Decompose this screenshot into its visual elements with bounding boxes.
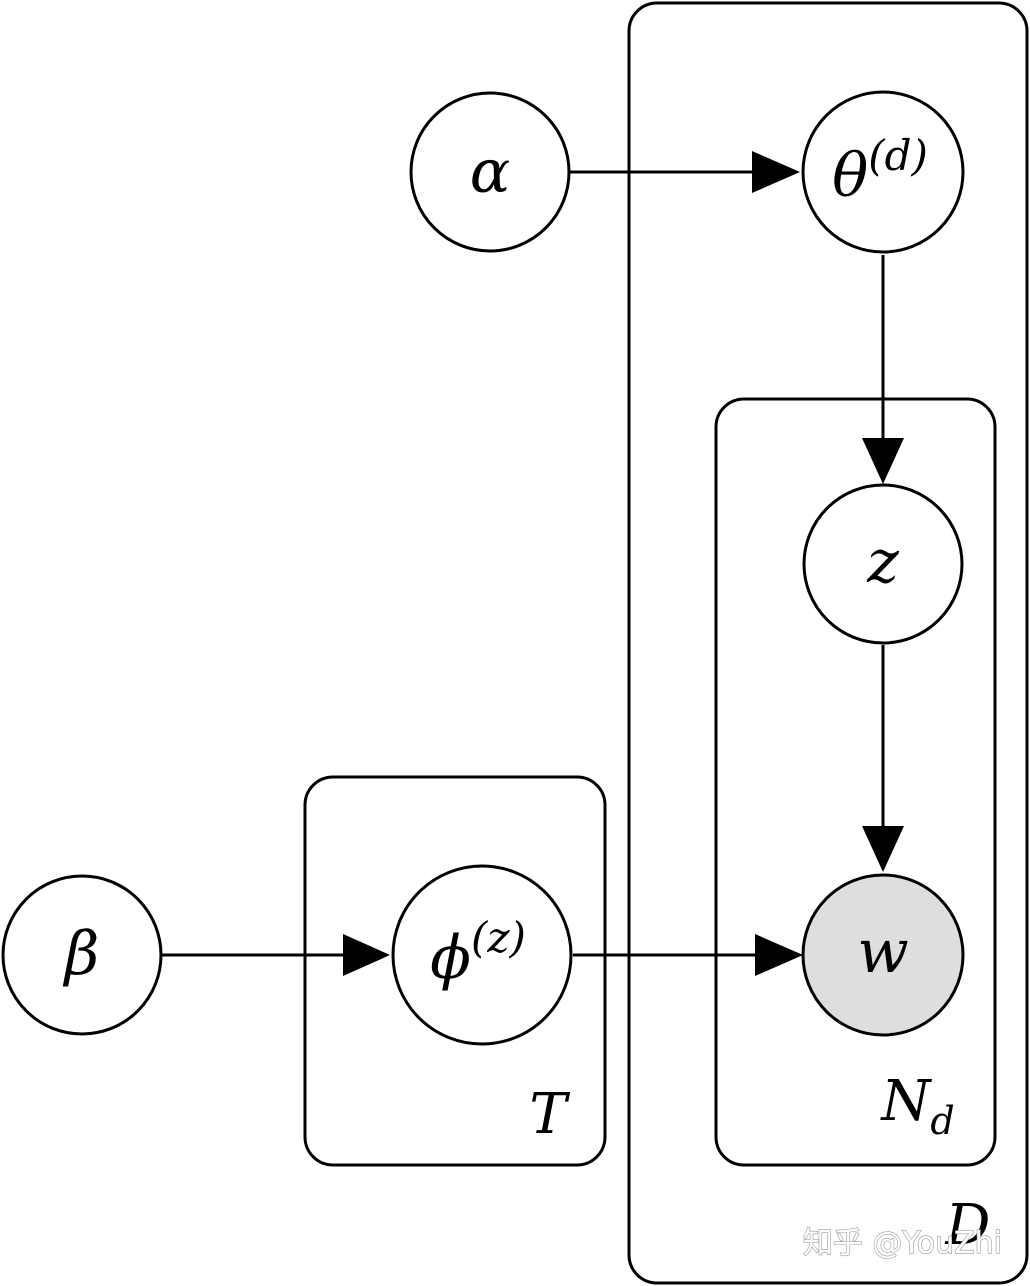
node-z <box>802 483 964 645</box>
node-theta <box>801 90 965 254</box>
node-theta-symbol: θ <box>832 141 868 211</box>
node-theta-label: θ(d) <box>832 131 928 211</box>
arrowhead-z-w <box>862 826 904 872</box>
node-phi-label: ϕ(z) <box>430 913 526 993</box>
watermark: 知乎 @YouZhi <box>803 1226 1002 1261</box>
node-theta-superscript: (d) <box>868 131 928 180</box>
arrowhead-beta-phi <box>343 934 390 976</box>
plate-topics-label: T <box>529 1082 570 1147</box>
arrowhead-phi-w <box>755 934 803 976</box>
plate-words-label: Nd <box>879 1069 954 1143</box>
plate-words-symbol: N <box>879 1069 932 1134</box>
plate-words <box>714 397 997 1167</box>
node-z-label: z <box>866 527 899 597</box>
node-beta-label: β <box>63 919 100 989</box>
node-phi-superscript: (z) <box>471 913 526 962</box>
node-phi <box>391 864 573 1046</box>
plate-documents <box>627 1 1029 1285</box>
node-alpha-label: α <box>470 137 511 207</box>
node-phi-symbol: ϕ <box>430 923 471 993</box>
plate-topics <box>303 775 607 1167</box>
arrowhead-alpha-theta <box>752 151 800 193</box>
node-w <box>801 873 965 1037</box>
plate-words-subscript: d <box>930 1099 954 1143</box>
node-w-label: w <box>857 917 908 987</box>
node-beta <box>1 874 163 1036</box>
arrowhead-theta-z <box>862 438 904 484</box>
plate-documents-label: D <box>945 1193 991 1258</box>
node-alpha <box>409 91 571 253</box>
